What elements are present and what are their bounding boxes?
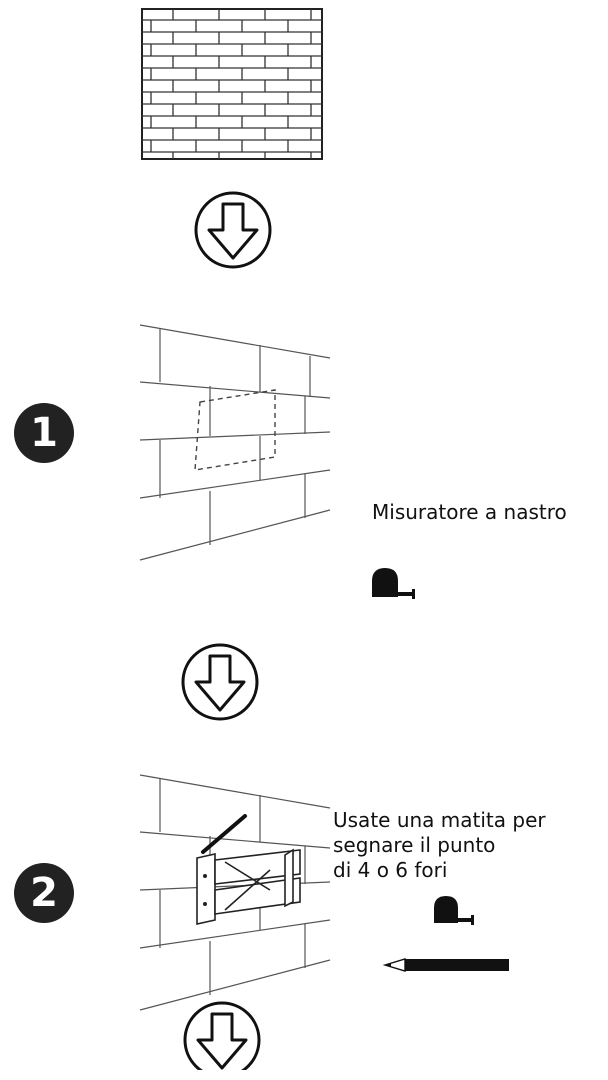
wall-with-bracket bbox=[135, 770, 335, 1020]
brick-wall-icon bbox=[141, 8, 323, 160]
perspective-wall-with-outline bbox=[135, 320, 335, 570]
step-2-badge: 2 bbox=[14, 863, 74, 923]
down-arrow-circle-icon bbox=[180, 642, 260, 722]
pencil-instruction-line-1: Usate una matita per bbox=[333, 808, 546, 832]
down-arrow-circle-icon bbox=[193, 190, 273, 270]
pencil-instruction: Usate una matita per segnare il punto di… bbox=[333, 808, 546, 883]
tape-measure-icon bbox=[368, 565, 420, 607]
pencil-instruction-line-2: segnare il punto bbox=[333, 833, 496, 857]
down-arrow-circle-icon bbox=[182, 1000, 262, 1080]
pencil-instruction-line-3: di 4 o 6 fori bbox=[333, 858, 448, 882]
step-1-badge: 1 bbox=[14, 403, 74, 463]
tape-measure-icon bbox=[430, 893, 480, 933]
pencil-icon bbox=[383, 955, 511, 975]
tape-measure-label: Misuratore a nastro bbox=[372, 500, 567, 524]
